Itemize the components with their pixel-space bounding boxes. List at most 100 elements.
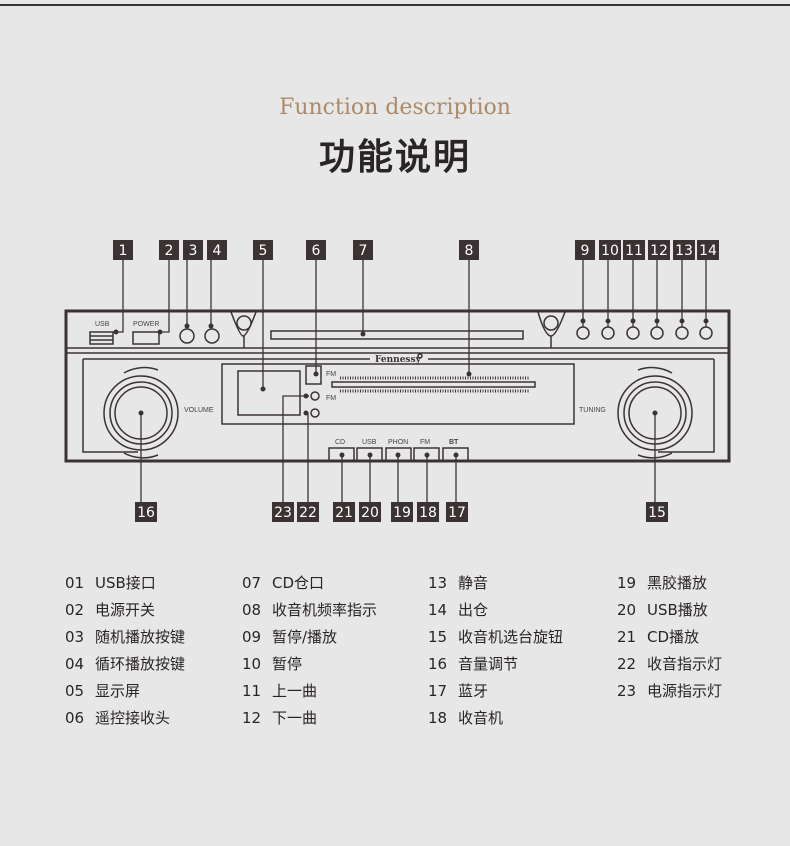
callout-18: 18 bbox=[417, 502, 439, 522]
fm-label-top: FM bbox=[326, 371, 336, 378]
legend-number: 01 bbox=[65, 574, 85, 592]
top-rule bbox=[0, 4, 790, 6]
legend-text: 遥控接收头 bbox=[95, 709, 171, 727]
svg-text:16: 16 bbox=[137, 505, 155, 521]
callout-1: 1 bbox=[113, 240, 133, 260]
svg-text:19: 19 bbox=[393, 505, 411, 521]
svg-text:17: 17 bbox=[448, 505, 466, 521]
callout-6: 6 bbox=[306, 240, 326, 260]
legend-text: CD仓口 bbox=[272, 574, 325, 592]
legend-number: 15 bbox=[428, 628, 448, 646]
legend-number: 19 bbox=[617, 574, 637, 592]
callout-4: 4 bbox=[207, 240, 227, 260]
top-buttons bbox=[576, 326, 713, 340]
legend-text: CD播放 bbox=[647, 628, 700, 646]
callout-13: 13 bbox=[673, 240, 695, 260]
source-label-fm: FM bbox=[420, 439, 430, 446]
legend-item: 03 随机播放按键 bbox=[65, 626, 185, 647]
callout-20: 20 bbox=[359, 502, 381, 522]
legend-number: 06 bbox=[65, 709, 85, 727]
legend-item: 05 显示屏 bbox=[65, 680, 140, 701]
svg-text:20: 20 bbox=[361, 505, 379, 521]
svg-text:22: 22 bbox=[299, 505, 317, 521]
legend-text: 静音 bbox=[458, 574, 489, 592]
radio-indicator bbox=[310, 408, 320, 418]
random-button bbox=[179, 328, 195, 344]
svg-text:11: 11 bbox=[625, 243, 643, 259]
display-window bbox=[221, 363, 575, 425]
callout-8: 8 bbox=[459, 240, 479, 260]
svg-text:8: 8 bbox=[465, 243, 474, 259]
svg-text:4: 4 bbox=[213, 243, 222, 259]
legend-text: 电源指示灯 bbox=[647, 682, 723, 700]
legend-text: 暂停 bbox=[272, 655, 303, 673]
cd-bracket-right bbox=[537, 311, 566, 348]
legend-number: 16 bbox=[428, 655, 448, 673]
legend-number: 20 bbox=[617, 601, 637, 619]
legend-number: 14 bbox=[428, 601, 448, 619]
legend-item: 02 电源开关 bbox=[65, 599, 155, 620]
legend-text: 电源开关 bbox=[95, 601, 156, 619]
legend-number: 05 bbox=[65, 682, 85, 700]
svg-text:14: 14 bbox=[699, 243, 717, 259]
callout-3: 3 bbox=[183, 240, 203, 260]
callout-19: 19 bbox=[391, 502, 413, 522]
svg-text:3: 3 bbox=[189, 243, 198, 259]
cd-slot bbox=[270, 330, 524, 340]
remote-receiver bbox=[305, 365, 322, 385]
leader-lines bbox=[116, 260, 707, 502]
svg-text:15: 15 bbox=[648, 505, 666, 521]
callout-7: 7 bbox=[353, 240, 373, 260]
legend-text: 蓝牙 bbox=[458, 682, 489, 700]
svg-text:2: 2 bbox=[165, 243, 174, 259]
legend-text: 收音指示灯 bbox=[647, 655, 723, 673]
svg-text:13: 13 bbox=[675, 243, 693, 259]
callout-14: 14 bbox=[697, 240, 719, 260]
legend-text: 下一曲 bbox=[272, 709, 318, 727]
legend-number: 23 bbox=[617, 682, 637, 700]
svg-text:6: 6 bbox=[312, 243, 321, 259]
svg-text:10: 10 bbox=[601, 243, 619, 259]
legend-text: USB接口 bbox=[95, 574, 156, 592]
legend-item: 06 遥控接收头 bbox=[65, 707, 170, 728]
brand-logo: Fennessy bbox=[375, 355, 422, 365]
callout-12: 12 bbox=[648, 240, 670, 260]
volume-label: VOLUME bbox=[184, 407, 214, 414]
legend-text: 显示屏 bbox=[95, 682, 141, 700]
legend-number: 12 bbox=[242, 709, 262, 727]
cd-bracket-left bbox=[230, 311, 257, 348]
legend-item: 09 暂停/播放 bbox=[242, 626, 337, 647]
legend-text: 黑胶播放 bbox=[647, 574, 708, 592]
callout-5: 5 bbox=[253, 240, 273, 260]
legend-item: 19 黑胶播放 bbox=[617, 572, 707, 593]
callout-16: 16 bbox=[135, 502, 157, 522]
callout-10: 10 bbox=[599, 240, 621, 260]
subtitle: Function description bbox=[279, 95, 511, 120]
repeat-button bbox=[204, 328, 220, 344]
display-screen bbox=[237, 370, 301, 416]
legend-text: 随机播放按键 bbox=[95, 628, 186, 646]
legend-text: USB播放 bbox=[647, 601, 708, 619]
callout-11: 11 bbox=[623, 240, 645, 260]
legend-number: 03 bbox=[65, 628, 85, 646]
legend-number: 02 bbox=[65, 601, 85, 619]
source-label-bt: BT bbox=[449, 439, 459, 446]
fm-label-bottom: FM bbox=[326, 395, 336, 402]
legend-number: 11 bbox=[242, 682, 262, 700]
callout-9: 9 bbox=[575, 240, 595, 260]
frequency-scale bbox=[331, 381, 536, 388]
svg-text:5: 5 bbox=[259, 243, 268, 259]
legend-item: 01 USB接口 bbox=[65, 572, 156, 593]
legend-number: 10 bbox=[242, 655, 262, 673]
legend-text: 暂停/播放 bbox=[272, 628, 338, 646]
legend-item: 23 电源指示灯 bbox=[617, 680, 722, 701]
legend-number: 09 bbox=[242, 628, 262, 646]
